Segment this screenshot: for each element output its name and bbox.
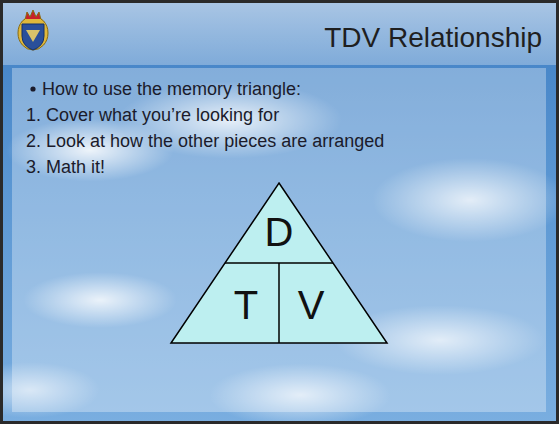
- triangle-right-cell: V: [283, 281, 339, 329]
- memory-triangle: [171, 183, 387, 343]
- cell-letter: T: [234, 285, 258, 325]
- step-text: 2. Look at how the other pieces are arra…: [26, 131, 384, 152]
- slide-title: TDV Relationship: [324, 22, 542, 54]
- cell-letter: D: [265, 212, 294, 252]
- step-text: 3. Math it!: [26, 157, 105, 178]
- triangle-left-cell: T: [218, 281, 274, 329]
- bullet-text: How to use the memory triangle:: [42, 79, 301, 100]
- triangle-top-cell: D: [244, 208, 314, 256]
- crest-emblem: [18, 10, 48, 50]
- bullet-dot: [30, 86, 35, 91]
- step-text: 1. Cover what you’re looking for: [26, 105, 279, 126]
- cell-letter: V: [298, 285, 325, 325]
